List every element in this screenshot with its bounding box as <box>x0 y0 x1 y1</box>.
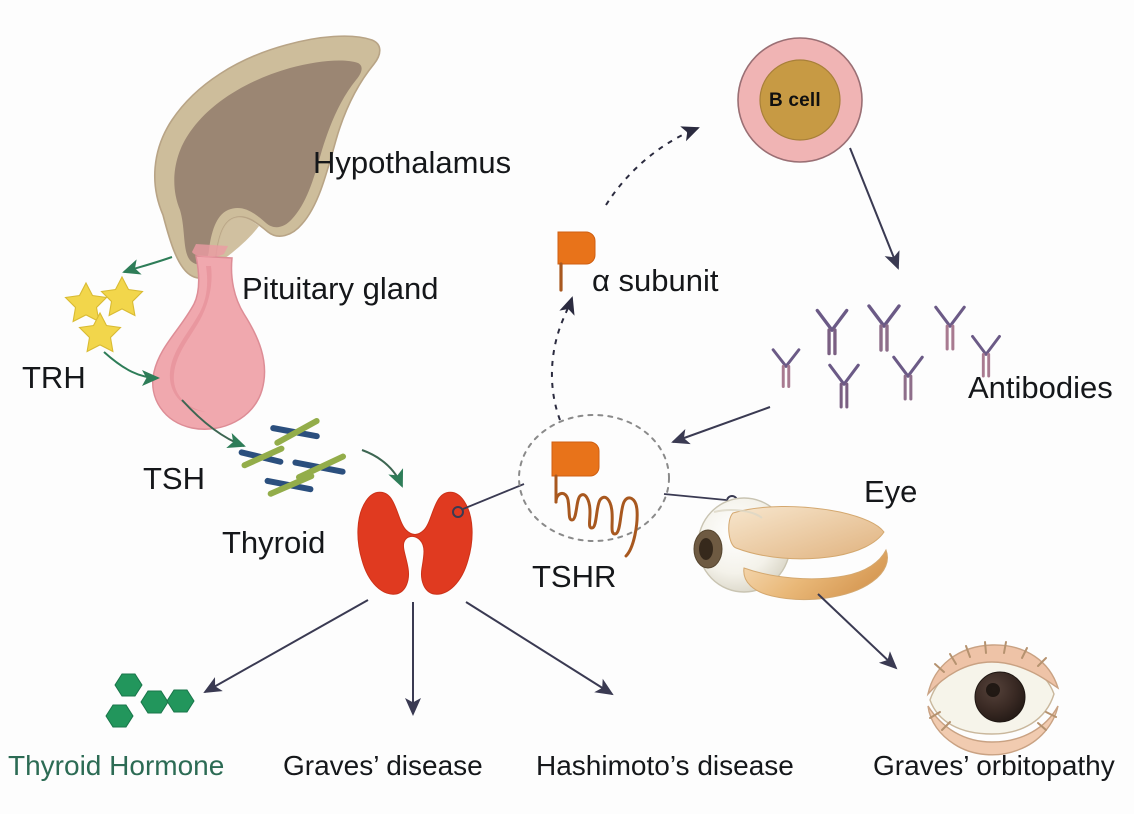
arrow-antibodies-to-tshr <box>671 406 771 445</box>
antibody-icon <box>971 334 1001 378</box>
arrow-bcell-to-antibodies <box>849 147 900 270</box>
alpha-subunit-illustration <box>557 231 596 292</box>
arrow-hypothalamus-to-trh <box>122 256 173 275</box>
antibody-cluster <box>771 304 1001 409</box>
label-tshr: TSHR <box>532 559 617 594</box>
antibody-icon <box>771 348 801 389</box>
antibody-icon <box>815 308 849 356</box>
label-graves-disease: Graves’ disease <box>283 750 483 781</box>
thyroid-illustration <box>357 491 473 595</box>
arrow-thyroid-to-hashimoto <box>465 601 614 696</box>
label-thyroid: Thyroid <box>222 525 326 560</box>
label-antibodies: Antibodies <box>968 370 1113 405</box>
antibody-icon <box>867 304 901 352</box>
tshr-receptor-illustration <box>518 414 670 558</box>
arrow-tshr-to-alpha-subunit <box>550 296 575 421</box>
label-pituitary-gland: Pituitary gland <box>242 271 439 306</box>
arrow-pituitary-to-tsh <box>181 399 246 449</box>
tsh-molecules <box>238 418 347 497</box>
label-eye: Eye <box>864 474 918 509</box>
thyroid-hormone-molecules <box>105 673 195 728</box>
arrow-thyroid-to-hormone <box>203 599 369 693</box>
leader-thyroid-to-tshr <box>452 483 525 518</box>
trh-molecules <box>64 275 144 353</box>
label-hypothalamus: Hypothalamus <box>313 145 512 180</box>
label-trh: TRH <box>22 360 86 395</box>
arrow-tsh-to-thyroid <box>361 449 404 488</box>
label-thyroid-hormone: Thyroid Hormone <box>8 750 225 781</box>
graves-orbitopathy-illustration <box>926 641 1060 756</box>
antibody-icon <box>828 363 860 409</box>
label-tsh: TSH <box>143 461 205 496</box>
arrow-trh-to-pituitary <box>103 351 160 386</box>
eye-illustration <box>693 497 888 601</box>
antibody-icon <box>892 355 924 401</box>
label-alpha-subunit: α subunit <box>592 263 719 298</box>
label-graves-orbitopathy: Graves’ orbitopathy <box>873 750 1115 781</box>
antibody-icon <box>934 305 966 351</box>
label-b-cell: B cell <box>769 90 821 111</box>
label-hashimotos-disease: Hashimoto’s disease <box>536 750 794 781</box>
b-cell-illustration <box>737 37 863 163</box>
pituitary-gland-illustration <box>152 244 266 430</box>
arrow-eye-to-orbitopathy <box>817 593 898 670</box>
hypothalamus-illustration <box>154 35 381 279</box>
arrow-alpha-subunit-to-bcell <box>605 126 700 206</box>
